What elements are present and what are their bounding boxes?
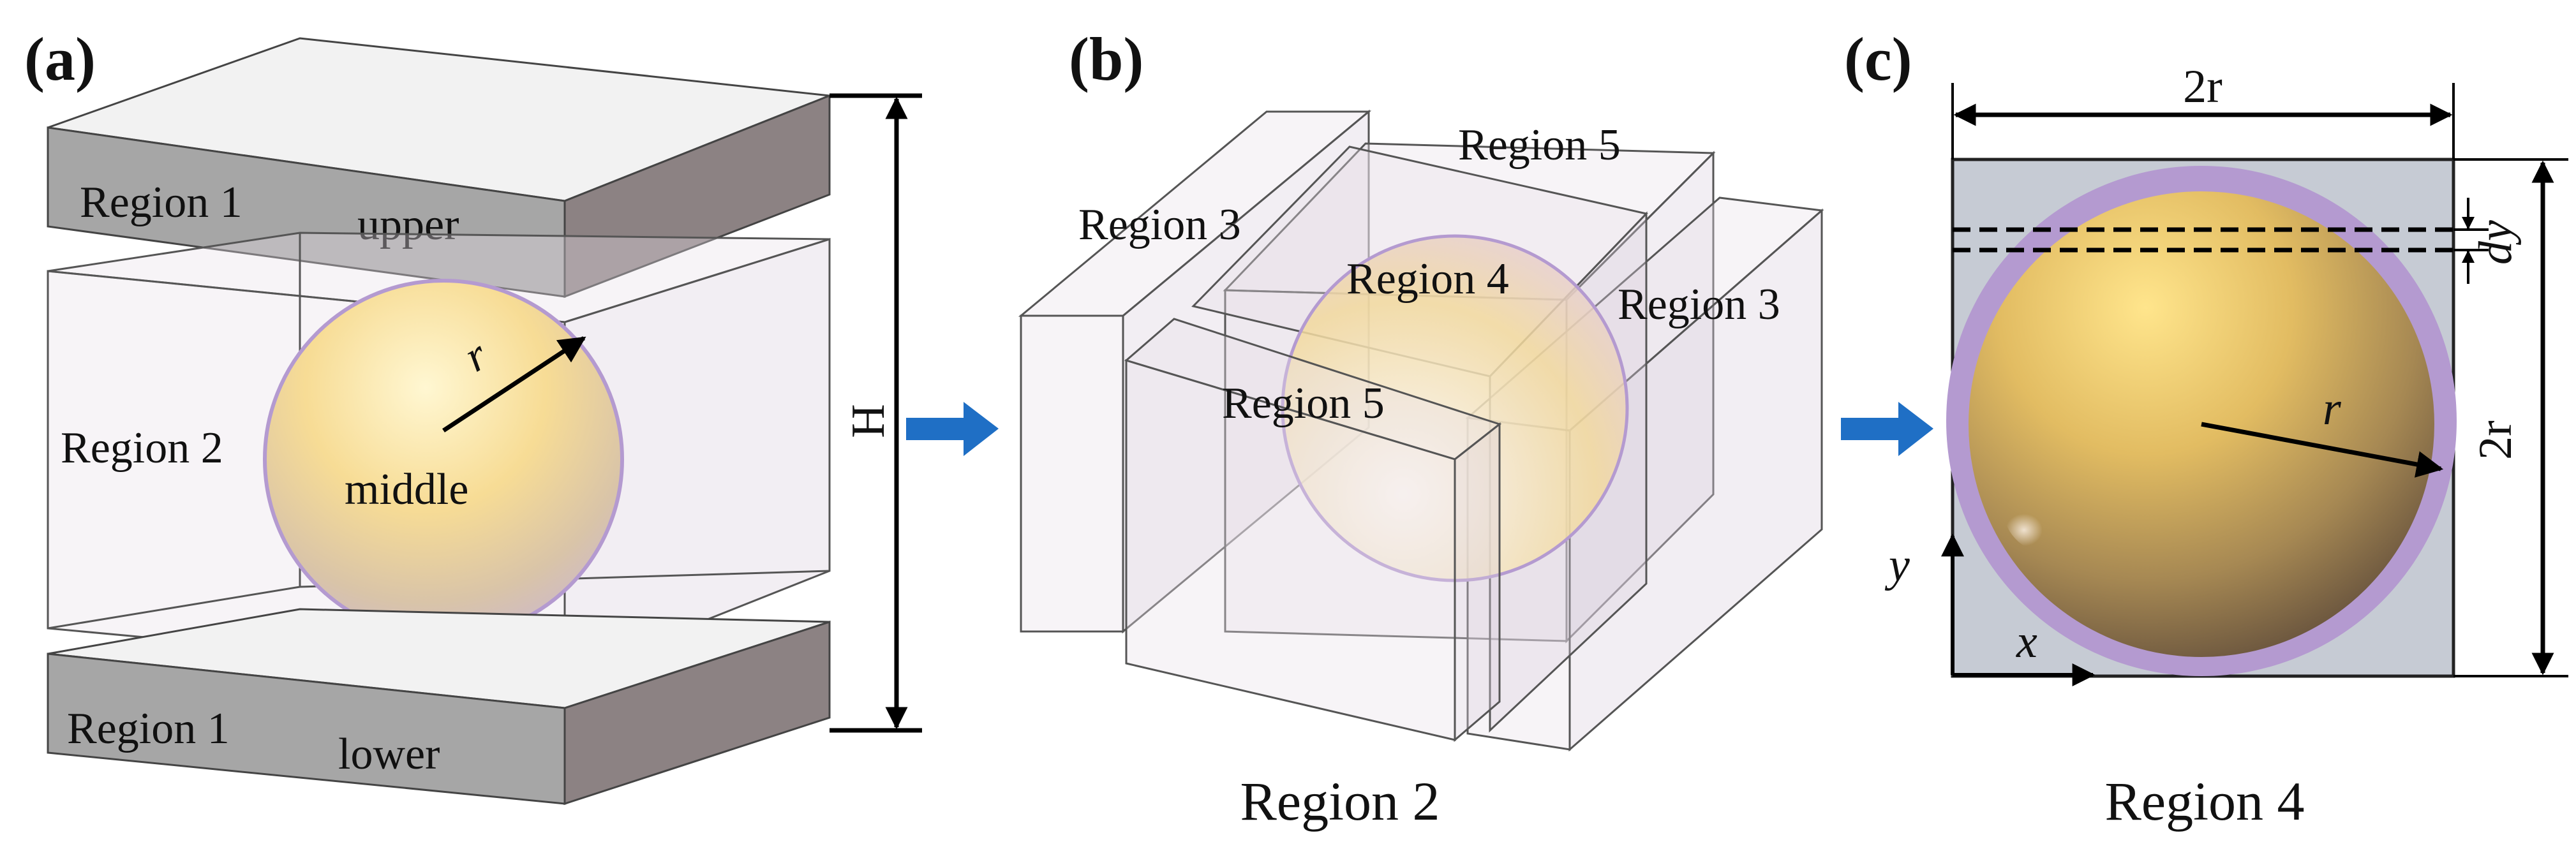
region4-label: Region 4 [1346,255,1509,304]
transition-arrow-2 [1841,402,1933,456]
y-axis-label: y [1884,539,1910,591]
sphere-a [263,279,624,640]
region1-lower-label: Region 1 [67,704,230,753]
transition-arrow-1 [906,402,999,456]
height-label: H [842,404,895,438]
upper-slab [47,37,831,299]
upper-label: upper [357,200,459,249]
height-label-c: 2r [2469,420,2522,460]
height-dimension-c [2453,158,2568,677]
x-axis-label: x [2016,616,2037,668]
panel-b-caption: Region 2 [1240,771,1440,832]
height-dimension [830,93,922,733]
region1-upper-label: Region 1 [80,178,242,227]
panel-a: (a) Region 1 upper r Region 2 middle Reg [24,25,922,806]
region5-front-label: Region 5 [1222,379,1385,428]
panel-c: (c) dy 2r 2r r [1844,25,2568,832]
lower-slab [47,608,831,806]
panel-c-caption: Region 4 [2105,771,2305,832]
width-dimension [1951,83,2455,159]
panel-c-label: (c) [1844,25,1912,93]
dy-label: dy [2469,220,2522,265]
panel-b: (b) Region 3 [1018,25,1824,832]
middle-label: middle [345,465,468,514]
region3-right-label: Region 3 [1618,280,1780,329]
panel-b-label: (b) [1069,25,1143,93]
sphere-c-highlight [2004,466,2106,555]
radius-arrow-c [2201,422,2444,478]
radius-label-c: r [2323,383,2342,435]
region3-left-box [1018,109,1372,634]
region2-label-a: Region 2 [61,424,223,473]
radius-arrow-a [442,336,586,432]
region5-back-label: Region 5 [1458,121,1621,170]
dy-dimension [2453,198,2489,284]
lower-label: lower [338,730,440,779]
region3-left-label: Region 3 [1078,200,1241,249]
width-label: 2r [2183,61,2222,113]
region5-front-box [1124,318,1502,742]
panel-a-label: (a) [24,25,96,93]
